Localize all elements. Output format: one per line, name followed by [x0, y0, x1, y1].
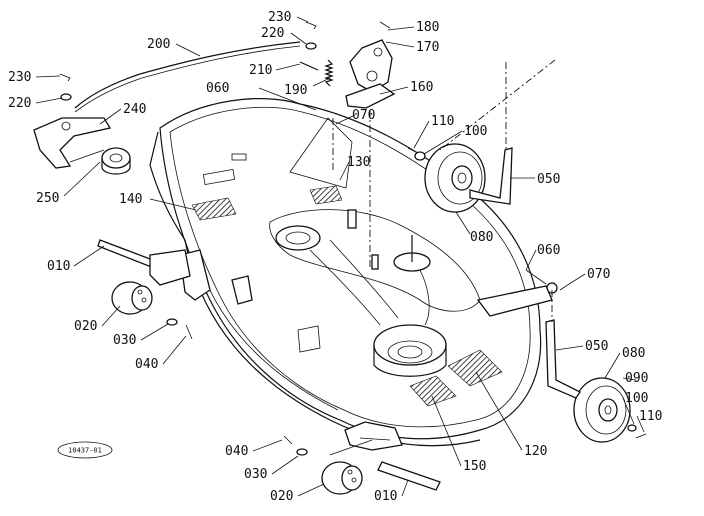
decal-120 — [447, 349, 503, 387]
decal-140 — [191, 197, 237, 221]
part-label-240: 240 — [123, 102, 146, 117]
part-label-070: 070 — [352, 108, 375, 123]
part-label-010: 010 — [47, 259, 70, 274]
part-label-080: 080 — [470, 230, 493, 245]
part-label-080: 080 — [622, 346, 645, 361]
part-label-100: 100 — [625, 391, 648, 406]
rear-gauge-wheel-assembly — [407, 143, 513, 213]
part-label-120: 120 — [524, 444, 547, 459]
part-label-110: 110 — [639, 409, 662, 424]
part-label-020: 020 — [74, 319, 97, 334]
idler-arm-assembly — [33, 73, 131, 175]
decal-130 — [309, 185, 343, 205]
part-label-040: 040 — [225, 444, 248, 459]
part-label-050: 050 — [585, 339, 608, 354]
part-label-180: 180 — [416, 20, 439, 35]
decal-150 — [409, 375, 457, 407]
part-label-030: 030 — [113, 333, 136, 348]
cable-200 — [74, 41, 301, 109]
part-label-170: 170 — [416, 40, 439, 55]
part-label-050: 050 — [537, 172, 560, 187]
part-label-150: 150 — [463, 459, 486, 474]
part-label-110: 110 — [431, 114, 454, 129]
front-gauge-wheel-assembly — [476, 269, 647, 443]
document-code-badge: 10437-01 — [57, 441, 113, 459]
part-label-220: 220 — [261, 26, 284, 41]
part-label-130: 130 — [347, 155, 370, 170]
part-label-010: 010 — [374, 489, 397, 504]
front-bottom-roller-assembly — [283, 435, 441, 495]
part-label-140: 140 — [119, 192, 142, 207]
part-label-190: 190 — [284, 83, 307, 98]
part-label-070: 070 — [587, 267, 610, 282]
part-label-040: 040 — [135, 357, 158, 372]
height-lever-assembly — [299, 21, 396, 109]
part-label-200: 200 — [147, 37, 170, 52]
part-label-230: 230 — [8, 70, 31, 85]
deck-housing — [149, 98, 542, 451]
part-label-160: 160 — [410, 80, 433, 95]
alignment-lines — [332, 59, 556, 322]
part-labels: 230 220 180 170 200 210 160 190 230 220 … — [8, 10, 662, 504]
part-label-030: 030 — [244, 467, 267, 482]
part-label-060: 060 — [537, 243, 560, 258]
document-code: 10437-01 — [68, 447, 102, 455]
part-label-250: 250 — [36, 191, 59, 206]
part-label-060: 060 — [206, 81, 229, 96]
part-label-210: 210 — [249, 63, 272, 78]
part-label-100: 100 — [464, 124, 487, 139]
part-label-230: 230 — [268, 10, 291, 25]
part-label-020: 020 — [270, 489, 293, 504]
front-left-roller-assembly — [97, 239, 193, 340]
part-label-090: 090 — [625, 371, 648, 386]
leader-lines — [35, 16, 645, 497]
part-label-220: 220 — [8, 96, 31, 111]
